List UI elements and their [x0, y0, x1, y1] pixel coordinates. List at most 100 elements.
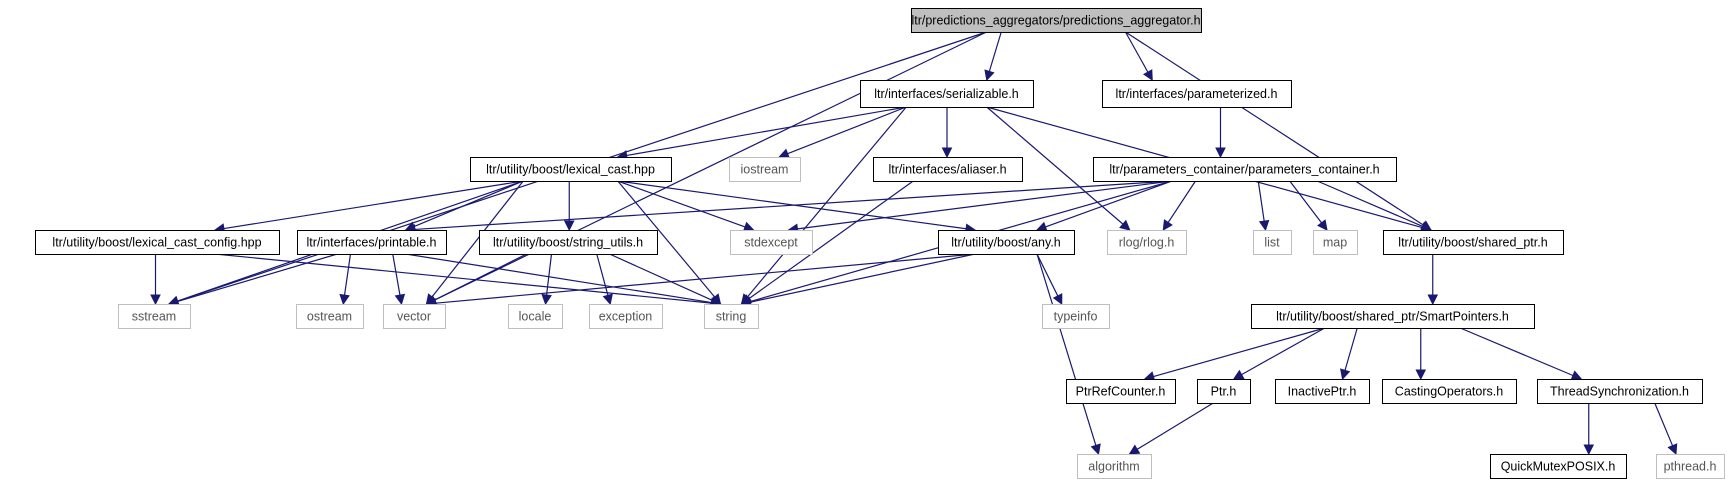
edge-line — [1036, 253, 1059, 297]
node-ostream: ostream — [296, 304, 364, 329]
node-box — [1107, 230, 1187, 255]
edge-arrowhead — [1340, 368, 1351, 381]
dependency-edge-shared_ptr-to-smart_pointers — [1427, 253, 1439, 306]
node-box — [730, 230, 813, 255]
dependency-edge-params_container-to-stdexcept — [787, 180, 1172, 235]
dependency-edge-printable-to-ostream — [339, 253, 352, 306]
edge-line — [617, 180, 746, 228]
edge-arrowhead — [984, 69, 995, 82]
edges-layer — [150, 31, 1678, 456]
node-label: string — [716, 310, 747, 324]
edge-arrowhead — [1090, 443, 1101, 456]
dependency-edge-thread_sync-to-pthread — [1654, 402, 1678, 456]
edge-arrowhead — [1317, 219, 1328, 231]
node-ptr-ref-counter[interactable]: PtrRefCounter.h — [1066, 379, 1176, 404]
dependency-edge-smart_pointers-to-inactive_ptr — [1340, 327, 1358, 381]
edge-line — [405, 253, 712, 304]
dependency-edge-params_container-to-list — [1257, 180, 1270, 232]
node-box — [1042, 304, 1110, 329]
node-inactive-ptr[interactable]: InactivePtr.h — [1275, 379, 1370, 404]
edge-arrowhead — [563, 220, 575, 232]
edge-arrowhead — [1215, 147, 1226, 159]
node-label: ThreadSynchronization.h — [1550, 385, 1689, 399]
edge-arrowhead — [1667, 443, 1678, 456]
node-label: ltr/utility/boost/lexical_cast.hpp — [486, 163, 655, 177]
node-box — [704, 304, 759, 329]
edge-line — [434, 31, 987, 301]
edge-arrowhead — [541, 293, 552, 306]
edge-arrowhead — [1162, 219, 1173, 231]
dependency-edge-any-to-typeinfo — [1036, 253, 1063, 306]
edge-line — [431, 180, 524, 298]
node-label: sstream — [132, 310, 176, 324]
node-params-container[interactable]: ltr/parameters_container/parameters_cont… — [1093, 157, 1397, 182]
node-string: string — [704, 304, 759, 329]
node-label: iostream — [741, 163, 789, 177]
node-serializable[interactable]: ltr/interfaces/serializable.h — [860, 80, 1034, 108]
node-thread-sync[interactable]: ThreadSynchronization.h — [1537, 379, 1703, 404]
edge-line — [1153, 327, 1325, 378]
edge-arrowhead — [394, 293, 406, 306]
node-box — [873, 157, 1023, 182]
edge-line — [1045, 180, 1172, 228]
node-label: ltr/utility/boost/string_utils.h — [493, 236, 643, 250]
node-string-utils[interactable]: ltr/utility/boost/string_utils.h — [479, 230, 658, 255]
node-rlog: rlog/rlog.h — [1107, 230, 1187, 255]
node-sstream: sstream — [118, 304, 191, 329]
node-shared-ptr[interactable]: ltr/utility/boost/shared_ptr.h — [1383, 230, 1564, 255]
edge-line — [1167, 180, 1197, 223]
dependency-edge-thread_sync-to-quick_mutex — [1583, 403, 1595, 456]
node-aliaser[interactable]: ltr/interfaces/aliaser.h — [873, 157, 1023, 182]
edge-line — [545, 253, 553, 296]
node-box — [1077, 454, 1152, 479]
edge-line — [1124, 31, 1149, 73]
node-lexical-cast[interactable]: ltr/utility/boost/lexical_cast.hpp — [470, 157, 672, 182]
edge-line — [435, 253, 976, 304]
dependency-edge-any-to-algorithm — [1036, 253, 1101, 456]
node-box — [1251, 304, 1535, 329]
dependency-edge-printable-to-sstream — [167, 253, 338, 307]
edge-line — [1317, 180, 1423, 227]
dependency-edge-lexical_cast_config-to-string — [214, 253, 722, 309]
edge-line — [626, 106, 907, 157]
edge-arrowhead — [1128, 444, 1141, 455]
edge-arrowhead — [1119, 219, 1131, 231]
edge-line — [609, 253, 713, 301]
node-box — [1382, 379, 1517, 404]
node-lexical-cast-config[interactable]: ltr/utility/boost/lexical_cast_config.hp… — [35, 230, 280, 255]
edge-arrowhead — [1420, 221, 1433, 232]
node-printable[interactable]: ltr/interfaces/printable.h — [297, 230, 447, 255]
node-label: rlog/rlog.h — [1119, 236, 1175, 250]
edge-arrowhead — [1052, 293, 1063, 306]
node-label: vector — [397, 310, 431, 324]
node-quick-mutex[interactable]: QuickMutexPOSIX.h — [1490, 454, 1627, 479]
edge-arrowhead — [1258, 219, 1270, 232]
node-iostream: iostream — [729, 157, 801, 182]
node-locale: locale — [508, 304, 563, 329]
edge-line — [434, 253, 527, 301]
node-label: PtrRefCounter.h — [1076, 385, 1166, 399]
node-stdexcept: stdexcept — [730, 230, 813, 255]
node-box — [1253, 230, 1292, 255]
node-vector: vector — [383, 304, 446, 329]
dependency-edge-printable-to-vector — [392, 253, 406, 306]
dependency-edge-parameterized-to-params_container — [1215, 107, 1226, 159]
node-root[interactable]: ltr/predictions_aggregators/predictions_… — [911, 8, 1202, 33]
edge-line — [343, 253, 352, 296]
node-list: list — [1253, 230, 1292, 255]
dependency-edge-root-to-parameterized — [1124, 31, 1153, 81]
node-box — [1275, 379, 1370, 404]
node-ptr[interactable]: Ptr.h — [1197, 379, 1251, 404]
dependency-edge-params_container-to-printable — [404, 180, 1172, 235]
edge-arrowhead — [941, 147, 953, 159]
dependency-edge-string_utils-to-exception — [596, 253, 613, 306]
node-any[interactable]: ltr/utility/boost/any.h — [938, 230, 1075, 255]
edge-arrowhead — [742, 221, 755, 232]
node-casting-ops[interactable]: CastingOperators.h — [1382, 379, 1517, 404]
node-parameterized[interactable]: ltr/interfaces/parameterized.h — [1102, 80, 1292, 108]
node-box — [1066, 379, 1176, 404]
node-smart-pointers[interactable]: ltr/utility/boost/shared_ptr/SmartPointe… — [1251, 304, 1535, 329]
edge-arrowhead — [1427, 294, 1439, 306]
node-box — [1197, 379, 1251, 404]
node-label: pthread.h — [1664, 460, 1717, 474]
